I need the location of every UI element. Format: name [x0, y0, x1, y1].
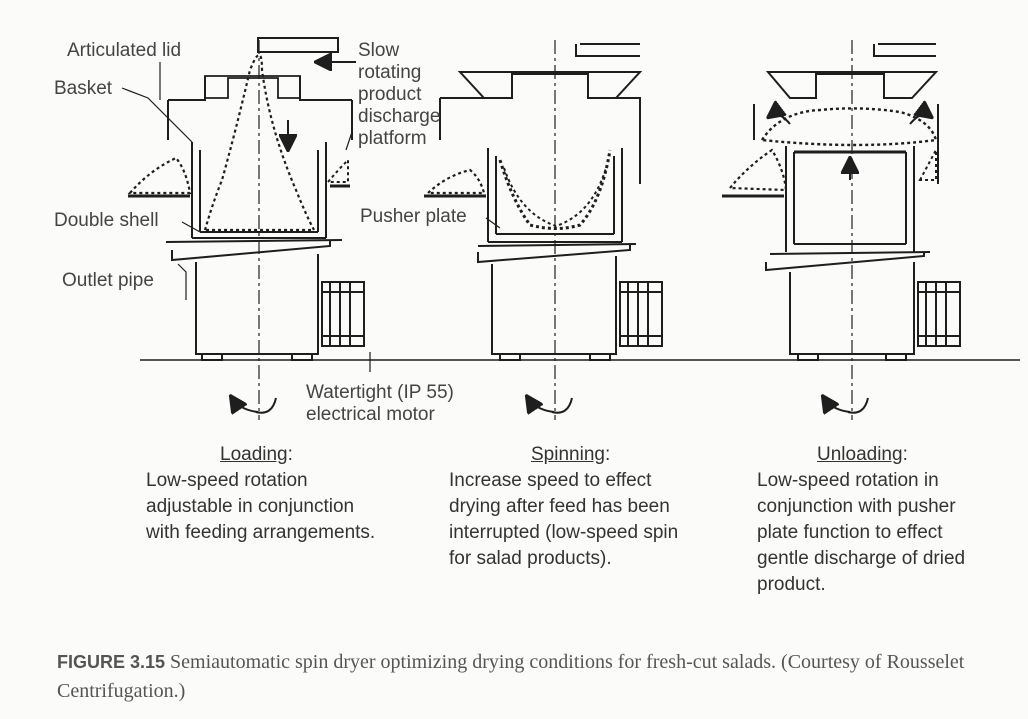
label-pusher-plate: Pusher plate	[360, 206, 467, 227]
label-motor: Watertight (IP 55) electrical motor	[306, 382, 454, 425]
leader-lines	[121, 62, 501, 372]
figure-label: FIGURE 3.15	[57, 652, 166, 672]
label-articulated-lid: Articulated lid	[67, 40, 182, 61]
label-double-shell: Double shell	[54, 210, 159, 231]
phase-unloading: Unloading: Low-speed rotation in conjunc…	[757, 442, 1022, 598]
phase-description: Increase speed to effect drying after fe…	[449, 470, 679, 569]
figure-caption: FIGURE 3.15 Semiautomatic spin dryer opt…	[57, 648, 1017, 706]
phase-title: Unloading	[817, 444, 903, 465]
caption-text: Semiautomatic spin dryer optimizing dryi…	[57, 651, 965, 702]
phase-description: Low-speed rotation adjustable in conjunc…	[146, 470, 376, 543]
dryer-spinning	[424, 40, 663, 420]
phase-title: Loading	[220, 444, 288, 465]
dryer-loading	[127, 37, 365, 420]
phase-description: Low-speed rotation in conjunction with p…	[757, 470, 966, 595]
phase-title-suffix: :	[287, 444, 293, 465]
phase-title-suffix: :	[604, 444, 611, 465]
phase-loading: Loading: Low-speed rotation adjustable i…	[146, 442, 436, 546]
phase-title-suffix: :	[902, 444, 908, 465]
label-outlet-pipe: Outlet pipe	[62, 270, 154, 291]
phase-title: Spinning	[531, 444, 605, 465]
label-basket: Basket	[54, 78, 113, 99]
label-slow-rotating-platform: Slow rotating product discharge platform	[358, 40, 441, 149]
phase-spinning: Spinning: Increase speed to effect dryin…	[449, 442, 739, 572]
dryer-unloading	[722, 40, 961, 420]
